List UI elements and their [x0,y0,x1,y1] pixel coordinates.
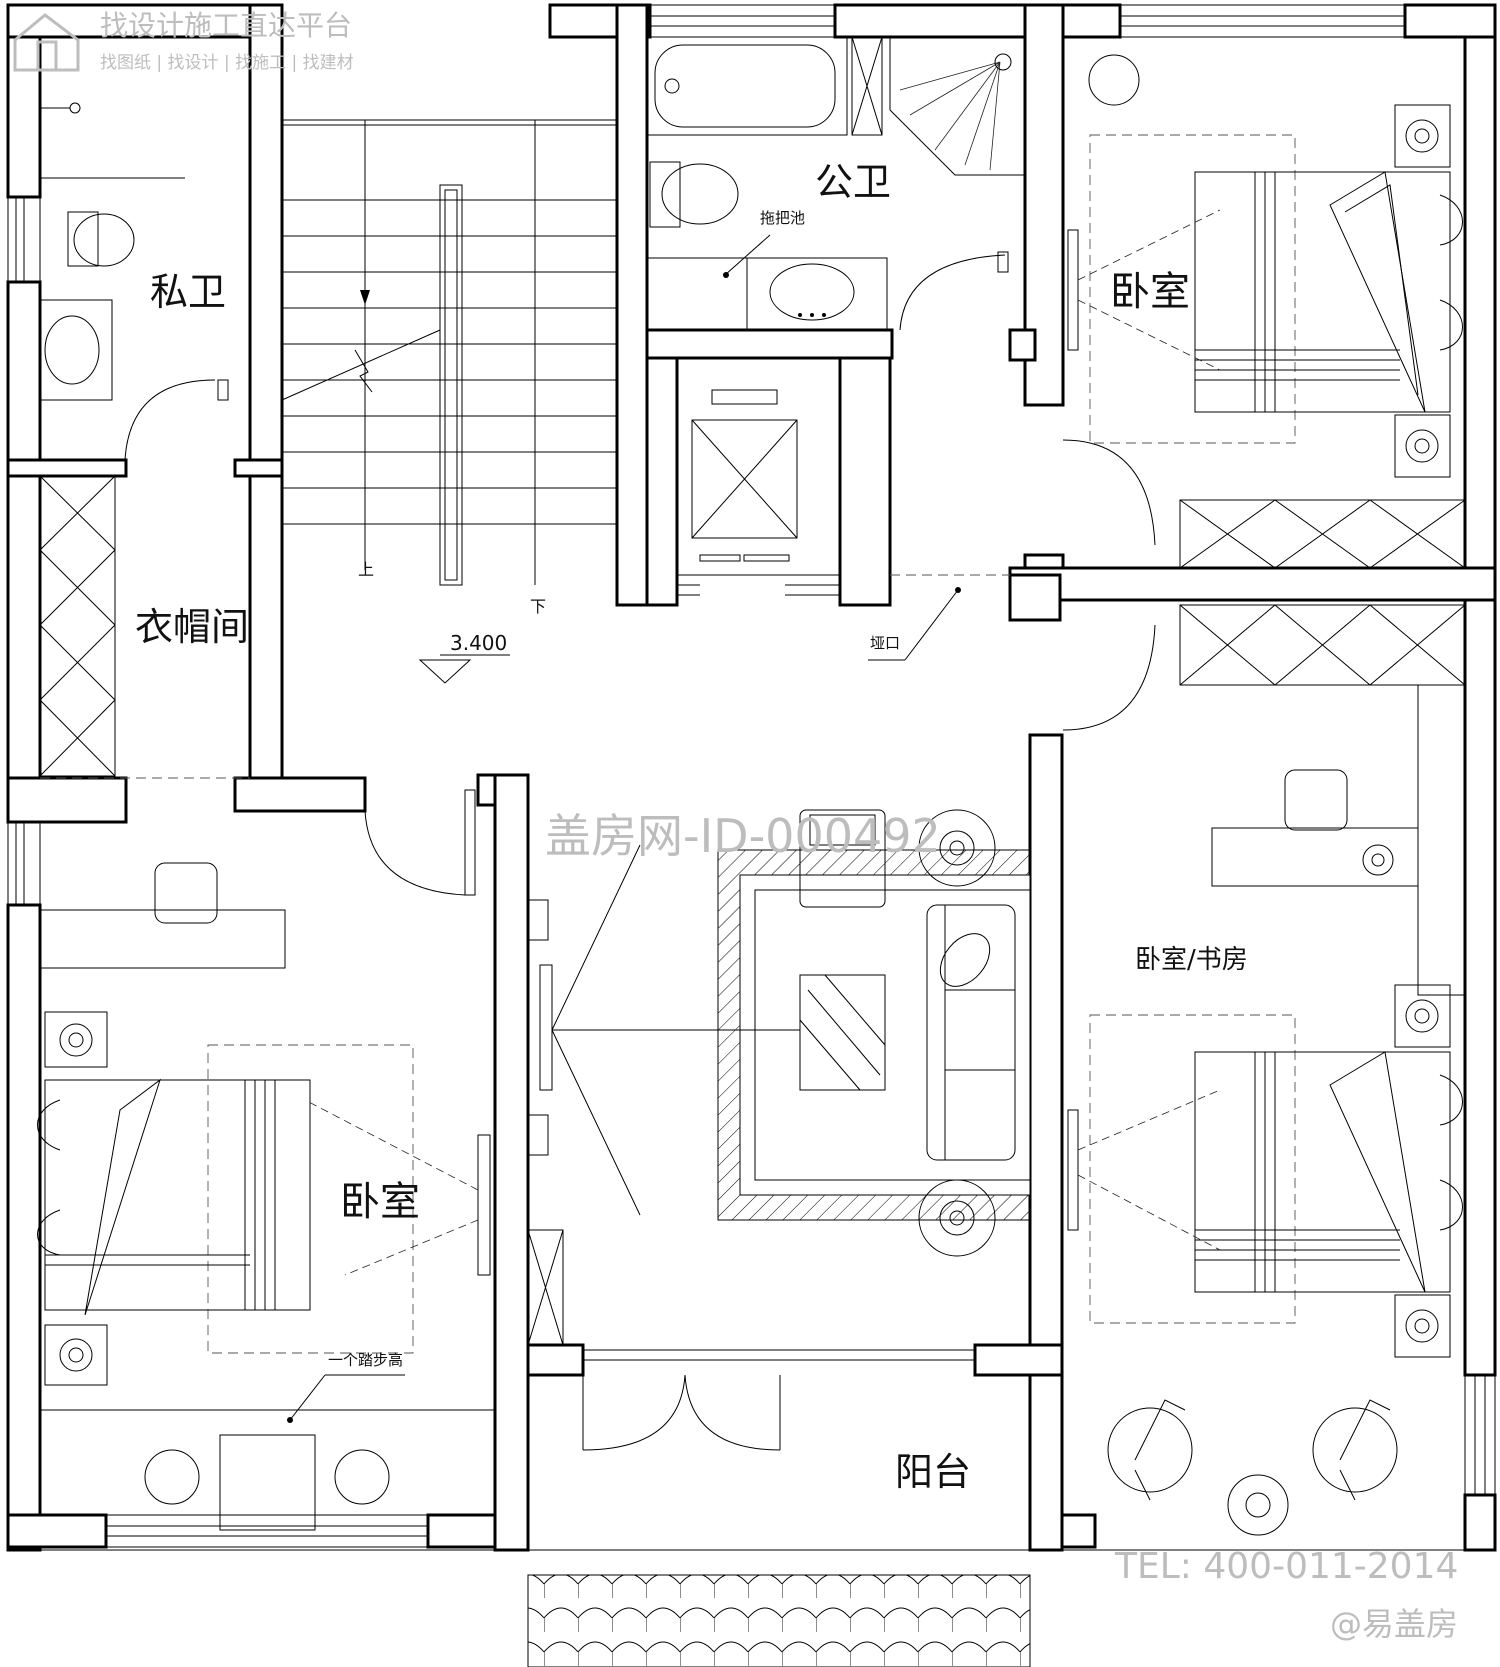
private-bath-label: 私卫 [150,270,226,314]
home-logo-icon [13,13,80,72]
study-label: 卧室/书房 [1135,945,1248,975]
windows [7,4,1496,1548]
bedroom-study: 卧室/书房 [1062,604,1466,1536]
platform-title: 找设计施工直达平台 [100,9,352,42]
elevation-marker: 3.400 [418,631,510,684]
stair-up-label: 上 [358,560,374,579]
center-watermark: 盖房网-ID-000492 [545,809,941,863]
exterior-walls [6,3,1497,1552]
tel-watermark: TEL: 400-011-2014 [1114,1546,1458,1587]
platform-links: 找图纸 | 找设计 | 找施工 | 找建材 [100,53,354,73]
brand-watermark: @易盖房 [1330,1605,1458,1643]
elevator [677,389,840,596]
bedroom-ne-label: 卧室 [1110,269,1190,315]
cloakroom [39,475,250,779]
bedroom-ne: 卧室 [1062,54,1466,569]
staircase: 上 下 [281,119,618,616]
threshold-note: 垭口 [868,574,1010,661]
balcony-label: 阳台 [895,1450,971,1494]
watermarks: 找设计施工直达平台 找图纸 | 找设计 | 找施工 | 找建材 盖房网-ID-0… [13,9,1458,1643]
interior-walls [6,3,1497,1552]
elevation-label: 3.400 [450,631,507,655]
living-area [527,809,1031,1346]
public-bath-label: 公卫 [815,160,891,204]
mop-sink-label: 拖把池 [760,209,805,227]
bedroom-sw-label: 卧室 [340,1179,420,1225]
public-bath: 拖把池 [646,36,1026,331]
cloakroom-label: 衣帽间 [135,605,249,649]
room-labels: 私卫 公卫 衣帽间 卧室 阳台 [135,160,971,1494]
threshold-label: 垭口 [870,634,900,652]
balcony [40,1349,1495,1667]
step-note-label: 一个踏步高 [328,1351,403,1369]
stair-down-label: 下 [530,597,546,616]
private-bath [39,102,229,461]
bedroom-sw: 一个踏步高 [37,789,495,1531]
